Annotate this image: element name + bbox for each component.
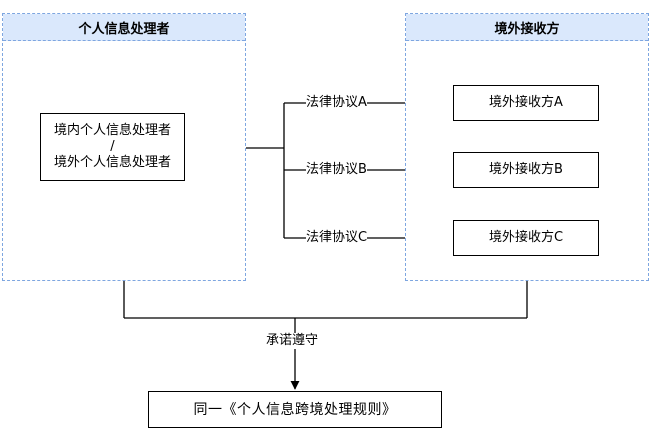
right-panel-title: 境外接收方 (406, 14, 648, 41)
left-panel: 个人信息处理者 (2, 13, 246, 281)
source-box-line-overseas: 境外个人信息处理者 (53, 155, 171, 170)
recipient-a-label: 境外接收方A (489, 95, 563, 110)
recipient-b-box: 境外接收方B (453, 152, 599, 188)
source-box-separator: / (110, 139, 115, 154)
recipient-c-box: 境外接收方C (453, 220, 599, 256)
recipient-c-label: 境外接收方C (488, 230, 564, 245)
source-box-line-domestic: 境内个人信息处理者 (53, 123, 171, 138)
left-panel-title: 个人信息处理者 (3, 14, 245, 41)
recipient-a-box: 境外接收方A (453, 85, 599, 121)
edge-label-compliance: 承诺遵守 (266, 333, 319, 349)
edge-label-agreement-a: 法律协议A (306, 95, 367, 111)
cross-border-rules-box: 同一《个人信息跨境处理规则》 (148, 391, 442, 428)
recipient-b-label: 境外接收方B (489, 162, 563, 177)
source-processor-box: 境内个人信息处理者 / 境外个人信息处理者 (40, 113, 185, 181)
edge-label-agreement-c: 法律协议C (306, 230, 368, 246)
edge-label-agreement-b: 法律协议B (306, 162, 367, 178)
cross-border-rules-label: 同一《个人信息跨境处理规则》 (193, 401, 397, 418)
